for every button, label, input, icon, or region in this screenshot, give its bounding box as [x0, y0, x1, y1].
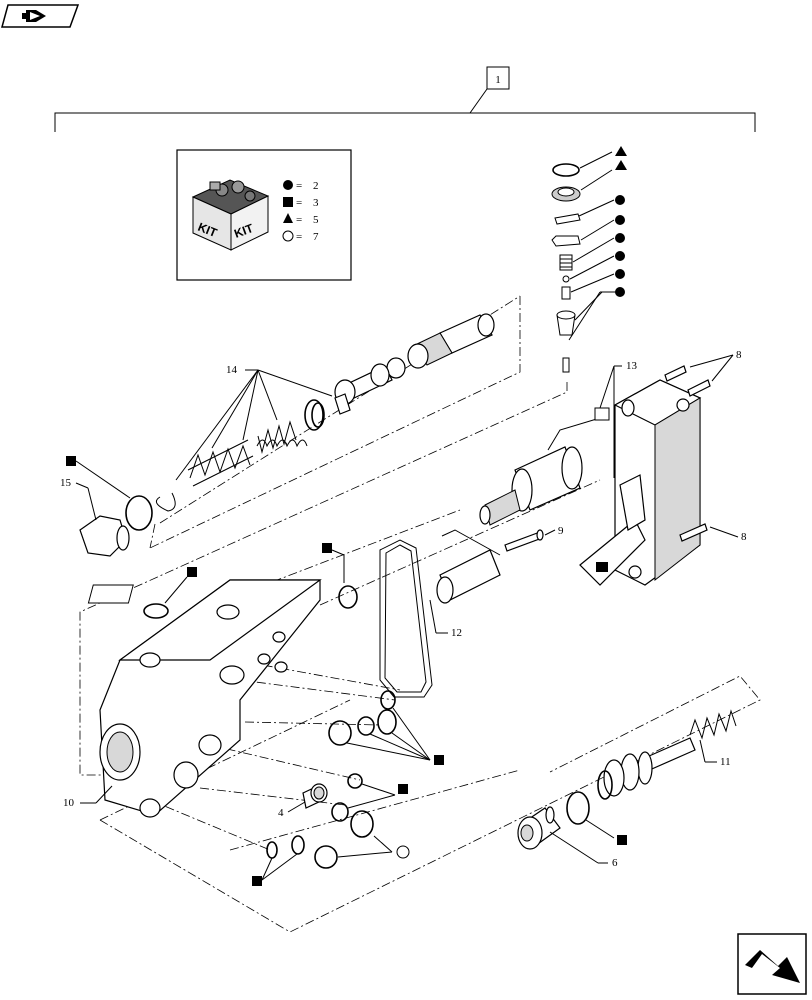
square-marker	[187, 567, 197, 577]
square-marker	[434, 755, 444, 765]
callout-label-11: 11	[720, 756, 731, 768]
legend-value-open-circle: 7	[313, 231, 319, 243]
kit-legend: KIT KIT = 2 = 3 = 5 = 7	[176, 149, 352, 281]
assembly-ref-label: 1	[495, 74, 501, 86]
open-circle-marker	[396, 845, 410, 859]
open-circle-icon	[282, 230, 294, 242]
eq-sign: =	[296, 214, 302, 226]
plug-part-6: 6	[517, 791, 627, 869]
kit-text-left: KIT	[196, 220, 220, 240]
callout-label-15: 15	[60, 477, 72, 489]
triangle-marker	[615, 160, 627, 170]
spool-group	[155, 313, 495, 512]
square-marker	[617, 835, 627, 845]
circle-marker	[615, 287, 625, 297]
square-marker	[398, 784, 408, 794]
callout-label-12: 12	[451, 627, 462, 639]
valve-body-10: 10	[63, 579, 322, 818]
seal-ring-3	[322, 543, 358, 609]
kit-box-icon: KIT KIT	[191, 179, 270, 251]
circle-marker	[615, 251, 625, 261]
actuator-small-parts	[551, 146, 627, 373]
gasket-part-12: 12	[379, 529, 501, 698]
legend-value-triangle: 5	[313, 214, 319, 226]
plug-part-15: 15	[60, 456, 153, 557]
callout-label-4: 4	[278, 807, 284, 819]
callout-label-8-top: 8	[736, 349, 742, 361]
top-nav-button[interactable]	[1, 4, 80, 28]
filled-square-icon	[283, 197, 293, 207]
filled-circle-icon	[283, 180, 293, 190]
spool-part-11: 11	[597, 709, 737, 800]
triangle-marker	[615, 146, 627, 156]
filled-triangle-icon	[283, 213, 293, 223]
circle-marker	[615, 233, 625, 243]
bolts-part-8: 8 8	[664, 349, 747, 543]
next-page-arrow-icon	[745, 950, 800, 983]
arrow-page-icon	[22, 10, 46, 22]
assembly-bracket: 1	[54, 66, 756, 132]
bolt-part-9: 9	[504, 525, 564, 552]
legend-value-square: 3	[313, 197, 319, 209]
callout-label-9: 9	[558, 525, 564, 537]
legend-value-circle: 2	[313, 180, 319, 192]
callout-label-6: 6	[612, 857, 618, 869]
callout-14: 14	[175, 364, 333, 481]
square-marker	[252, 876, 262, 886]
next-page-button[interactable]	[737, 933, 807, 995]
circle-marker	[615, 215, 625, 225]
callout-label-13: 13	[626, 360, 638, 372]
oring-group-3	[328, 690, 444, 765]
body-oring	[143, 567, 197, 619]
square-marker	[66, 456, 76, 466]
circle-marker	[615, 269, 625, 279]
solenoid-actuator: 13	[479, 360, 638, 526]
kit-text-right: KIT	[232, 221, 256, 241]
callout-label-8-bottom: 8	[741, 531, 747, 543]
callout-label-14: 14	[226, 364, 238, 376]
eq-sign: =	[296, 180, 302, 192]
circle-marker	[615, 195, 625, 205]
eq-sign: =	[296, 197, 302, 209]
callout-label-10: 10	[63, 797, 75, 809]
eq-sign: =	[296, 231, 302, 243]
part-4-group: 4	[252, 773, 410, 886]
square-marker	[322, 543, 332, 553]
